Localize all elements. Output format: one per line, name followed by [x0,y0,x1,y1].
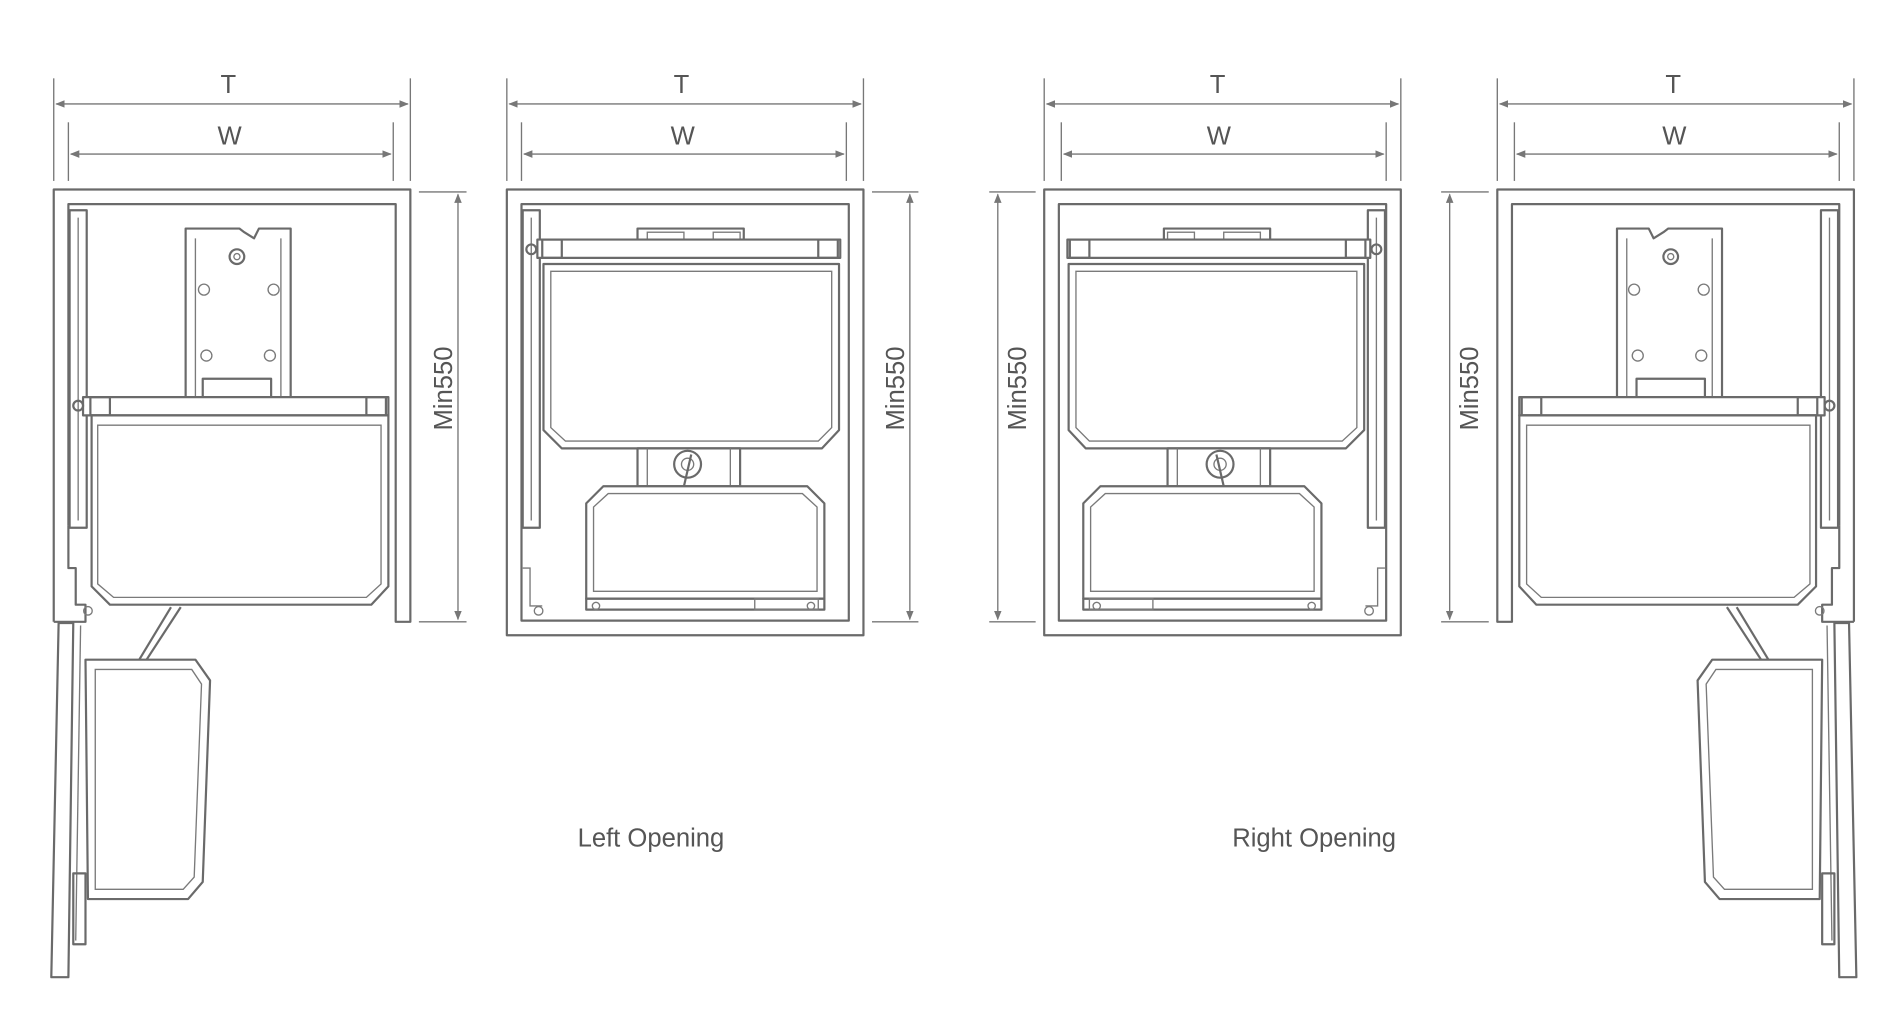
diagram-right-open-door [1441,78,1856,977]
dimension-min550-label: Min550 [1456,347,1484,431]
right-opening-caption: Right Opening [1232,825,1396,853]
left-opening-caption: Left Opening [578,825,725,853]
dimension-w-label: W [671,122,696,150]
dimension-min550-label: Min550 [882,347,910,431]
dimension-min550-label: Min550 [430,347,458,431]
dimension-w-label: W [1662,122,1687,150]
dimension-t-label: T [1210,71,1226,99]
dimension-t-label: T [674,71,690,99]
dimension-min550-label: Min550 [1004,347,1032,431]
diagram-right-closed [989,78,1401,635]
dimension-w-label: W [1207,122,1232,150]
diagram-left-closed [507,78,919,635]
dimension-t-label: T [1665,71,1681,99]
dimension-w-label: W [218,122,243,150]
diagram-left-open-door [51,78,466,977]
dimension-t-label: T [221,71,237,99]
